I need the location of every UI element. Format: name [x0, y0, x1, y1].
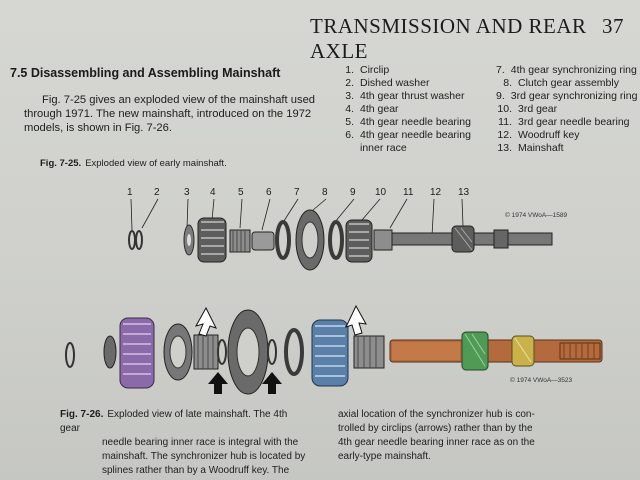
- circlip-arrows: [194, 304, 367, 394]
- caption-text: Exploded view of late mainshaft. The 4th…: [60, 409, 288, 434]
- late-mainshaft-parts: [65, 309, 603, 395]
- clutch-gear-part: [227, 309, 269, 395]
- inner-race-part: [251, 231, 275, 251]
- caption-line: Fig. 7-26.Exploded view of late mainshaf…: [60, 408, 310, 436]
- callout-number: 13: [458, 187, 470, 198]
- arrow-outline-icon: [345, 304, 367, 336]
- page-number: 37: [602, 14, 624, 38]
- early-mainshaft-parts: [128, 209, 553, 271]
- synchronizing-ring-part: [284, 328, 304, 376]
- callout-number: 8: [322, 187, 328, 198]
- spline-end-part: [559, 342, 601, 360]
- caption-line: 4th gear needle bearing inner race as on…: [338, 437, 535, 448]
- caption-line: splines rather than by a Woodruff key. T…: [102, 465, 290, 476]
- callout-leader-lines: [130, 198, 464, 237]
- mainshaft-part: [391, 225, 553, 253]
- callout-number: 1: [127, 187, 133, 198]
- washer-part: [103, 335, 117, 369]
- circlip-part: [65, 342, 75, 368]
- caption-line: trolled by circlips (arrows) rather than…: [338, 423, 533, 434]
- intro-line: Fig. 7-25 gives an exploded view of the …: [42, 94, 316, 106]
- needle-bearing-part: [229, 229, 251, 253]
- legend-item: 1.Circlip: [345, 64, 390, 76]
- callout-number: 9: [350, 187, 356, 198]
- arrow-solid-icon: [262, 372, 282, 394]
- legend-item: 3.4th gear thrust washer: [345, 90, 465, 102]
- fourth-gear-part: [197, 217, 227, 263]
- third-gear-needle-bearing-part: [373, 229, 393, 251]
- callout-number: 6: [266, 187, 272, 198]
- caption-line: mainshaft. The synchronizer hub is locat…: [102, 451, 306, 462]
- needle-bearing-part: [193, 334, 219, 370]
- legend-item-continuation: inner race: [360, 142, 407, 154]
- intro-line: through 1971. The new mainshaft, introdu…: [24, 108, 312, 120]
- legend-item: 5.4th gear needle bearing: [345, 116, 471, 128]
- legend-item: 9.3rd gear synchronizing ring: [496, 90, 638, 102]
- callout-number: 11: [403, 187, 414, 198]
- caption-line: early-type mainshaft.: [338, 451, 431, 462]
- callout-number: 12: [430, 187, 442, 198]
- page-header: TRANSMISSION AND REAR AXLE 37: [310, 14, 640, 64]
- figure-7-25-caption: Fig. 7-25.Exploded view of early mainsha…: [40, 158, 227, 169]
- arrow-solid-icon: [208, 372, 228, 394]
- figure-7-26-copyright: © 1974 VWoA—3523: [510, 377, 573, 384]
- legend-item: 12.Woodruff key: [497, 129, 580, 141]
- yellow-gear-part: [511, 335, 535, 367]
- chapter-title: TRANSMISSION AND REAR AXLE: [310, 14, 587, 63]
- arrow-outline-icon: [194, 306, 217, 337]
- callout-number: 5: [238, 187, 244, 198]
- figure-7-25-copyright: © 1974 VWoA—1589: [505, 212, 568, 219]
- legend-item: 2.Dished washer: [345, 77, 430, 89]
- intro-paragraph: Fig. 7-25 gives an exploded view of the …: [24, 93, 324, 135]
- legend-item: 11.3rd gear needle bearing: [498, 116, 630, 128]
- green-gear-part: [461, 331, 489, 371]
- caption-line: needle bearing inner race is integral wi…: [102, 437, 299, 448]
- needle-bearing-part: [163, 323, 193, 381]
- legend-item: 4.4th gear: [345, 103, 399, 115]
- third-gear-needle-bearing-part: [353, 335, 385, 369]
- callout-number: 3: [184, 187, 190, 198]
- circlip-part: [217, 339, 227, 365]
- figure-label: Fig. 7-25.: [40, 158, 82, 169]
- synchronizing-ring-part: [275, 220, 291, 260]
- callout-number: 2: [154, 187, 160, 198]
- synchronizing-ring-part: [328, 220, 344, 260]
- legend-item: 6.4th gear needle bearing: [345, 129, 471, 141]
- caption-line: axial location of the synchronizer hub i…: [338, 409, 535, 420]
- third-gear-part: [345, 219, 373, 263]
- copper-mainshaft-part: [389, 339, 603, 363]
- circlip-part: [128, 230, 143, 250]
- callout-number: 7: [294, 187, 300, 198]
- figure-7-26-caption-continued: axial location of the synchronizer hub i…: [338, 408, 598, 464]
- section-title: 7.5 Disassembling and Assembling Mainsha…: [10, 66, 281, 80]
- intro-line: models, is shown in Fig. 7-26.: [24, 122, 172, 134]
- legend-item: 7.4th gear synchronizing ring: [496, 64, 637, 76]
- callout-number: 10: [375, 187, 387, 198]
- circlip-part: [267, 339, 277, 365]
- purple-gear-part: [119, 317, 155, 389]
- parts-legend-right: 7.4th gear synchronizing ring 8.Clutch g…: [496, 64, 638, 155]
- clutch-gear-part: [295, 209, 325, 271]
- figure-caption-text: Exploded view of early mainshaft.: [85, 158, 227, 169]
- figure-7-26-caption: Fig. 7-26.Exploded view of late mainshaf…: [60, 408, 310, 478]
- legend-item: 13.Mainshaft: [497, 142, 564, 154]
- blue-gear-part: [311, 319, 349, 387]
- legend-item: 10.3rd gear: [497, 103, 558, 115]
- parts-legend-left: 1.Circlip 2.Dished washer 3.4th gear thr…: [338, 64, 486, 155]
- legend-item: 8.Clutch gear assembly: [503, 77, 619, 89]
- callout-number: 4: [210, 187, 216, 198]
- thrust-washer-part: [183, 224, 195, 256]
- figure-label: Fig. 7-26.: [60, 409, 104, 420]
